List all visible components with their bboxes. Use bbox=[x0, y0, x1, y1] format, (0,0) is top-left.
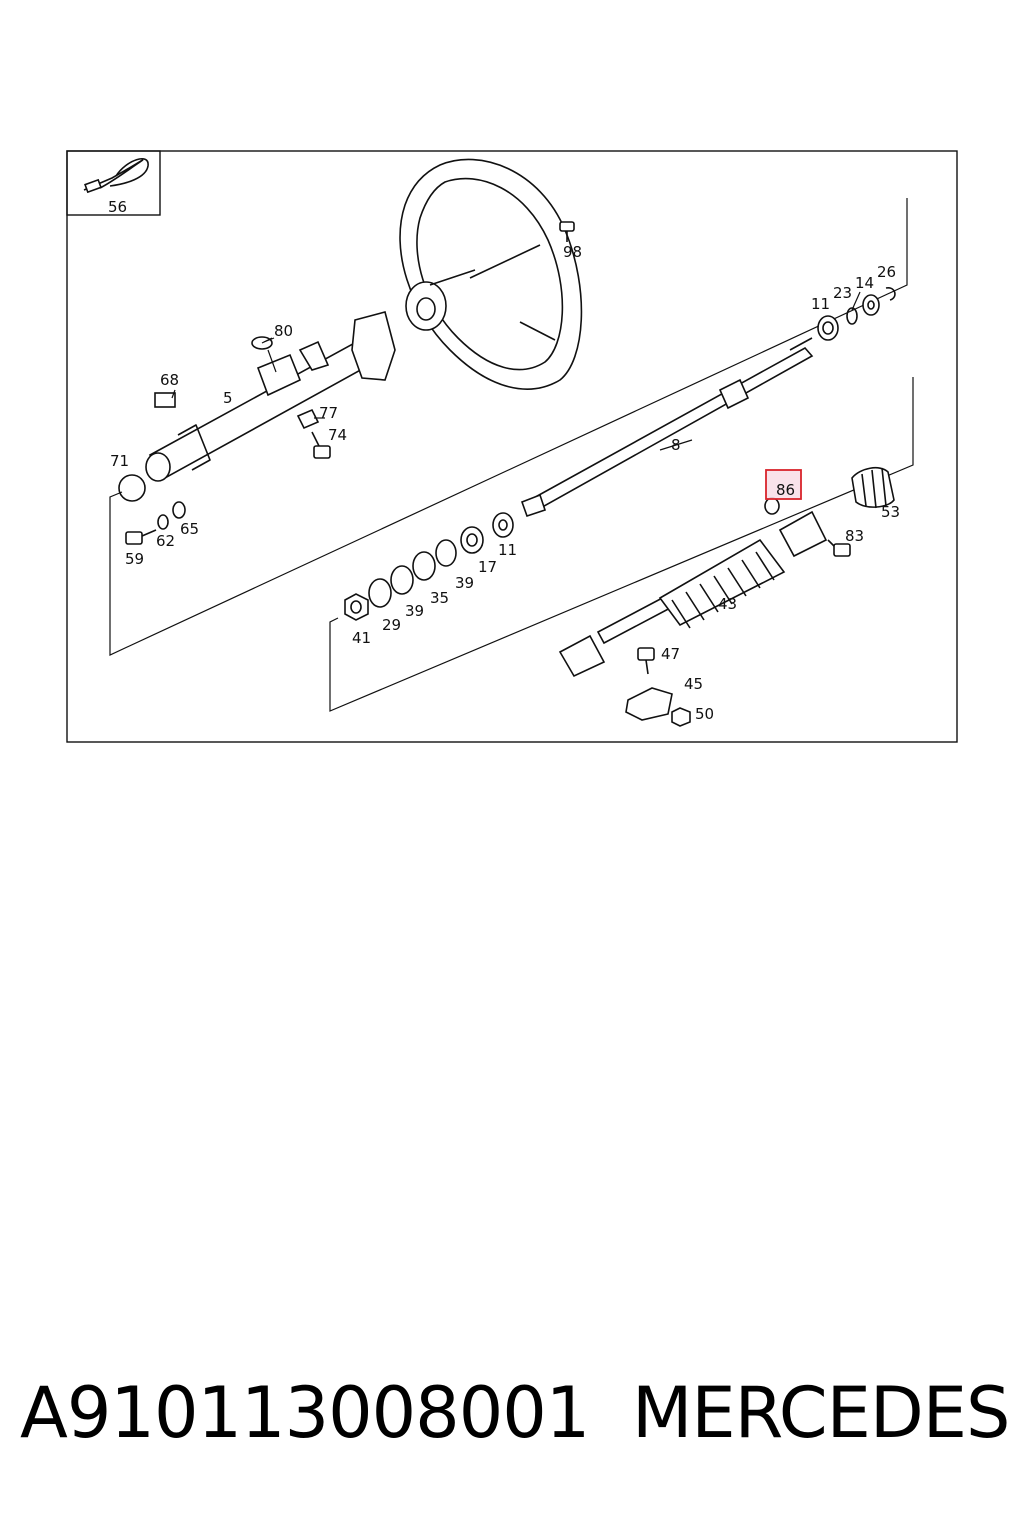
nut-41-icon bbox=[344, 593, 369, 621]
column-tube-icon bbox=[145, 311, 396, 482]
cable-tie-icon bbox=[83, 158, 149, 194]
bolt-83-icon bbox=[827, 539, 851, 557]
steering-wheel-icon bbox=[399, 158, 583, 390]
label-39-left: 39 bbox=[405, 602, 424, 620]
label-29: 29 bbox=[382, 616, 401, 634]
group-bracket-lower bbox=[329, 377, 914, 712]
label-71: 71 bbox=[110, 452, 129, 470]
bearing-11-lower-icon bbox=[492, 512, 514, 538]
group-bracket-upper bbox=[109, 198, 908, 656]
ring-35-icon bbox=[412, 551, 436, 581]
label-86: 86 bbox=[776, 481, 795, 499]
label-77: 77 bbox=[319, 404, 338, 422]
label-41: 41 bbox=[352, 629, 371, 647]
ring-39b-icon bbox=[435, 539, 457, 567]
caption-footer: A910113008001 MERCEDES bbox=[0, 1372, 1024, 1472]
screw-98-icon bbox=[559, 221, 575, 242]
label-39-right: 39 bbox=[455, 574, 474, 592]
part-number: A910113008001 bbox=[20, 1372, 590, 1454]
label-59: 59 bbox=[125, 550, 144, 568]
clamp-45-icon bbox=[625, 687, 673, 721]
washer-65-icon bbox=[172, 501, 186, 519]
bush-17-icon bbox=[460, 526, 484, 554]
label-5: 5 bbox=[223, 389, 233, 407]
nut-14-icon bbox=[862, 294, 880, 316]
highlight-86-box bbox=[765, 469, 802, 500]
label-11-lower: 11 bbox=[498, 541, 517, 559]
ring-39a-icon bbox=[390, 565, 414, 595]
nut-50-icon bbox=[671, 707, 691, 727]
label-65: 65 bbox=[180, 520, 199, 538]
label-74: 74 bbox=[328, 426, 347, 444]
intermediate-shaft-icon bbox=[558, 510, 828, 678]
bolt-47-icon bbox=[637, 647, 655, 675]
label-8: 8 bbox=[671, 436, 681, 454]
label-47: 47 bbox=[661, 645, 680, 663]
washer-62-icon bbox=[157, 514, 169, 530]
leader-lines bbox=[171, 291, 861, 451]
label-62: 62 bbox=[156, 532, 175, 550]
plate-29-icon bbox=[368, 578, 392, 608]
label-45: 45 bbox=[684, 675, 703, 693]
circlip-26-icon bbox=[885, 287, 896, 301]
steering-column-diagram: 56 98 80 68 5 77 74 71 8 11 23 14 26 86 … bbox=[66, 150, 958, 743]
label-23: 23 bbox=[833, 284, 852, 302]
label-68: 68 bbox=[160, 371, 179, 389]
brand-name: MERCEDES bbox=[632, 1372, 1010, 1454]
label-53: 53 bbox=[881, 503, 900, 521]
steering-shaft-icon bbox=[520, 337, 814, 518]
label-26: 26 bbox=[877, 263, 896, 281]
label-50: 50 bbox=[695, 705, 714, 723]
label-43: 43 bbox=[718, 595, 737, 613]
insert-77-icon bbox=[296, 408, 320, 430]
ring-71-icon bbox=[118, 474, 146, 502]
bearing-11-upper-icon bbox=[817, 315, 839, 341]
label-11-upper: 11 bbox=[811, 295, 830, 313]
label-17: 17 bbox=[478, 558, 497, 576]
label-83: 83 bbox=[845, 527, 864, 545]
bolt-59-icon bbox=[125, 529, 157, 545]
label-14: 14 bbox=[855, 274, 874, 292]
label-56: 56 bbox=[108, 198, 127, 216]
ring-23-icon bbox=[846, 307, 858, 325]
boot-53-icon bbox=[851, 466, 895, 509]
label-80: 80 bbox=[274, 322, 293, 340]
bolt-74-icon bbox=[311, 431, 331, 459]
inset-box bbox=[66, 150, 161, 216]
diagram-frame bbox=[66, 150, 958, 743]
nut-86-icon bbox=[764, 497, 780, 515]
clip-68-icon bbox=[154, 392, 176, 408]
label-35: 35 bbox=[430, 589, 449, 607]
label-98: 98 bbox=[563, 243, 582, 261]
